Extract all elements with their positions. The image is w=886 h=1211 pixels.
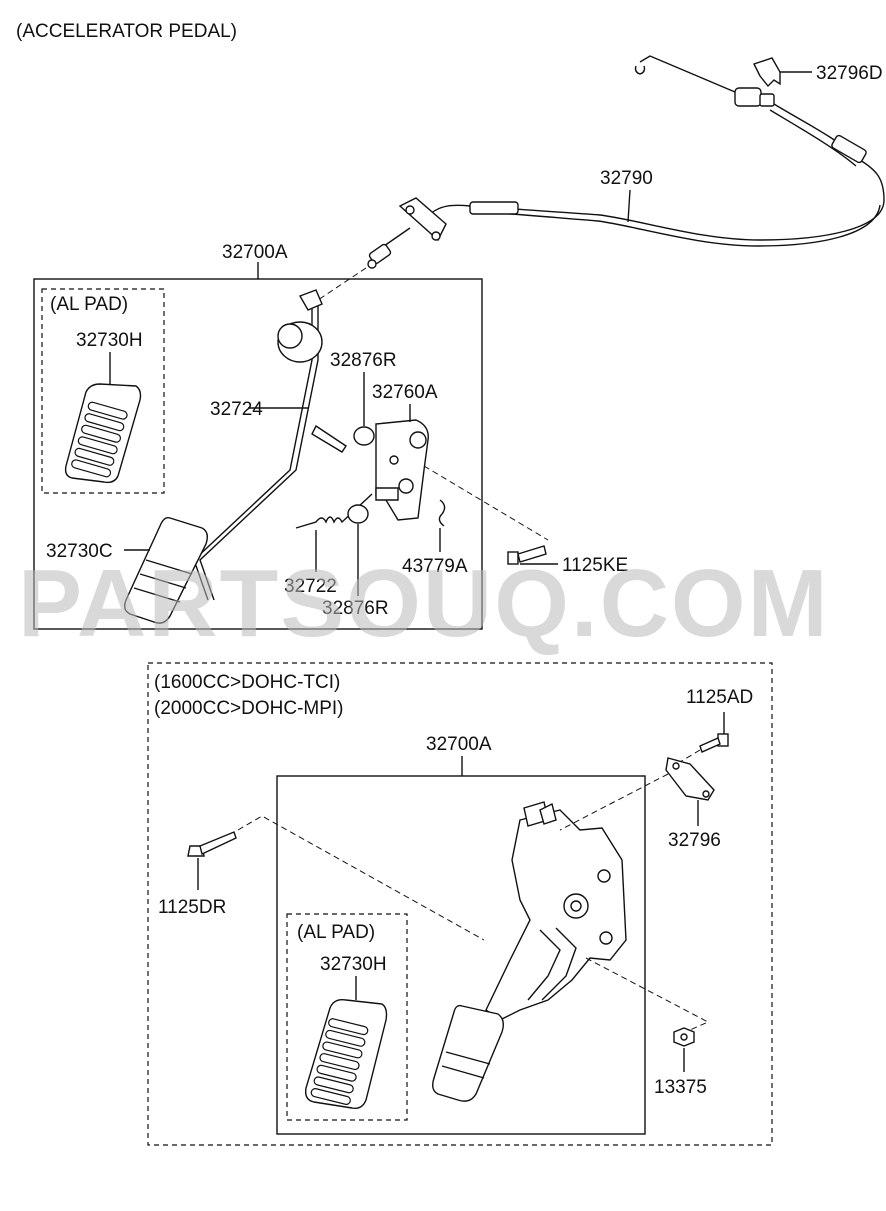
lower-al-pad-label: (AL PAD) bbox=[297, 922, 375, 943]
callout-32730H-upper: 32730H bbox=[76, 330, 143, 351]
bolt-1125KE bbox=[423, 465, 558, 565]
callout-1125KE: 1125KE bbox=[562, 555, 628, 576]
callout-32730C: 32730C bbox=[46, 541, 113, 562]
upper-al-pad-box bbox=[41, 288, 165, 494]
pedal-pad-32730C bbox=[123, 516, 209, 624]
callout-32730H-lower: 32730H bbox=[320, 954, 387, 975]
callout-1125AD: 1125AD bbox=[686, 687, 753, 708]
stopper-32876R-bottom bbox=[347, 504, 369, 596]
stopper-32876R-top bbox=[353, 372, 375, 446]
bolt-1125AD bbox=[699, 712, 729, 753]
al-pad-lower bbox=[304, 998, 388, 1110]
lower-assembly-box bbox=[276, 775, 646, 1135]
callout-32760A: 32760A bbox=[372, 382, 438, 403]
diagram-title: (ACCELERATOR PEDAL) bbox=[16, 21, 237, 42]
callout-32796D: 32796D bbox=[816, 63, 883, 84]
pedal-module-lower bbox=[431, 801, 627, 1102]
lower-condition-2: (2000CC>DOHC-MPI) bbox=[154, 698, 344, 719]
callout-43779A: 43779A bbox=[402, 556, 468, 577]
lower-al-pad-box bbox=[286, 913, 408, 1121]
callout-32722: 32722 bbox=[284, 576, 337, 597]
plate-32796 bbox=[665, 757, 715, 826]
callout-32796: 32796 bbox=[668, 830, 721, 851]
spring-32722 bbox=[295, 493, 373, 572]
clip-43779A bbox=[438, 499, 446, 552]
callout-32790: 32790 bbox=[600, 168, 653, 189]
clip-32796D bbox=[753, 57, 812, 88]
callout-32876R-bottom: 32876R bbox=[322, 598, 389, 619]
watermark: PARTSOUQ.COM bbox=[18, 550, 830, 657]
pedal-arm-32724 bbox=[193, 289, 347, 601]
callout-32876R-top: 32876R bbox=[330, 350, 397, 371]
callout-1125DR: 1125DR bbox=[158, 897, 226, 918]
upper-al-pad-label: (AL PAD) bbox=[50, 294, 128, 315]
callout-32700A-lower: 32700A bbox=[426, 734, 492, 755]
bolt-1125DR bbox=[187, 831, 237, 890]
bracket-32760A bbox=[375, 404, 429, 521]
accelerator-cable bbox=[367, 55, 885, 269]
callout-13375: 13375 bbox=[654, 1077, 707, 1098]
nut-13375 bbox=[673, 1027, 695, 1072]
callout-32700A-upper: 32700A bbox=[222, 242, 288, 263]
lower-condition-1: (1600CC>DOHC-TCI) bbox=[154, 672, 340, 693]
lower-variant-box bbox=[147, 662, 773, 1146]
al-pad-upper bbox=[64, 383, 142, 484]
callout-32724: 32724 bbox=[210, 399, 263, 420]
